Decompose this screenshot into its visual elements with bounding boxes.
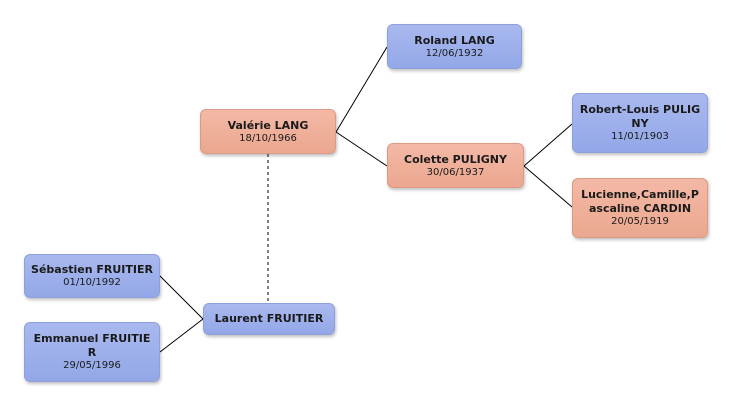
person-name: Emmanuel FRUITIER <box>33 332 151 359</box>
person-roland-lang[interactable]: Roland LANG 12/06/1932 <box>387 24 522 69</box>
person-date: 20/05/1919 <box>611 216 669 227</box>
person-date: 11/01/1903 <box>611 131 669 142</box>
person-name: Colette PULIGNY <box>404 152 507 166</box>
person-date: 29/05/1996 <box>63 360 121 371</box>
person-name: Roland LANG <box>414 33 495 47</box>
person-name: Sébastien FRUITIER <box>31 263 153 276</box>
link-valerie-colette <box>335 131 388 167</box>
person-emmanuel-fruitier[interactable]: Emmanuel FRUITIER 29/05/1996 <box>24 322 160 382</box>
person-valerie-lang[interactable]: Valérie LANG 18/10/1966 <box>200 109 336 154</box>
link-colette-lucienne <box>523 165 573 208</box>
person-date: 12/06/1932 <box>425 47 484 59</box>
person-name: Lucienne,Camille,Pascaline CARDIN <box>581 188 699 215</box>
person-date: 18/10/1966 <box>239 132 297 144</box>
person-colette-puligny[interactable]: Colette PULIGNY 30/06/1937 <box>387 143 524 188</box>
person-name: Robert-Louis PULIGNY <box>579 103 701 130</box>
person-name: Valérie LANG <box>227 118 309 132</box>
link-laurent-sebastien <box>159 275 204 320</box>
link-valerie-roland <box>335 46 388 133</box>
person-laurent-fruitier[interactable]: Laurent FRUITIER <box>203 303 335 335</box>
person-sebastien-fruitier[interactable]: Sébastien FRUITIER 01/10/1992 <box>24 254 160 298</box>
link-colette-robert <box>523 123 573 167</box>
person-name: Laurent FRUITIER <box>214 312 324 325</box>
person-date: 01/10/1992 <box>63 277 121 288</box>
person-lucienne-cardin[interactable]: Lucienne,Camille,Pascaline CARDIN 20/05/… <box>572 178 708 238</box>
person-date: 30/06/1937 <box>426 166 485 178</box>
link-laurent-emmanuel <box>159 318 204 353</box>
person-robert-louis-puligny[interactable]: Robert-Louis PULIGNY 11/01/1903 <box>572 93 708 153</box>
